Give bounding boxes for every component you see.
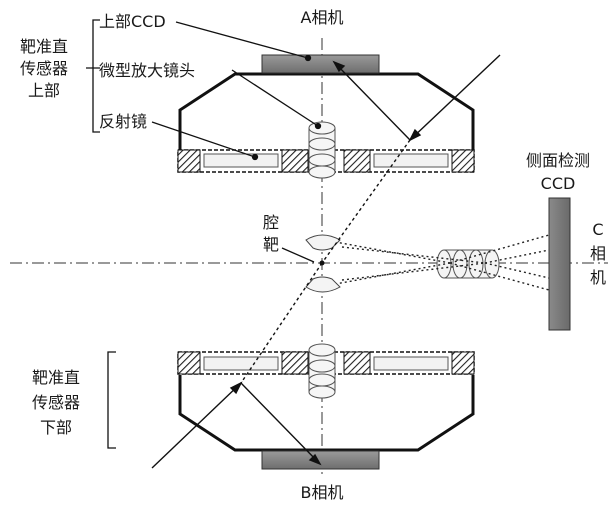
- upper-micro-lens: [308, 121, 336, 179]
- arrow-to-upper-mirror: [408, 128, 422, 142]
- side-ccd-label-line1: 侧面检测: [526, 151, 590, 170]
- upper-reflector-right: [373, 153, 449, 168]
- side-ccd-label-line2: CCD: [541, 174, 576, 193]
- optical-path-dashed: [240, 139, 411, 384]
- micro-lens-label: 微型放大镜头: [99, 61, 195, 80]
- lower-housing-shell: [178, 375, 475, 452]
- side-imaging-rays: [329, 234, 550, 291]
- upper-sensor-label-line3: 上部: [28, 81, 60, 100]
- arrow-to-lower-mirror: [229, 381, 243, 395]
- side-ccd-sensor: [548, 197, 571, 331]
- lower-micro-lens: [308, 343, 336, 399]
- upper-sensor-housing: [177, 54, 475, 179]
- lower-reflector-right: [373, 356, 449, 371]
- lower-hatch-right: [451, 351, 475, 375]
- upper-hatch-mid-right: [343, 149, 371, 173]
- lower-sensor-bracket: [107, 351, 116, 449]
- camera-c-label-line3: 机: [590, 268, 606, 287]
- lower-sensor-label-line3: 下部: [40, 418, 72, 437]
- camera-c-label-line1: C: [592, 220, 603, 239]
- lower-hatch-mid-right: [343, 351, 371, 375]
- lower-ccd-sensor: [261, 450, 380, 470]
- reflector-label: 反射镜: [99, 112, 147, 131]
- arrow-to-upper-ccd: [332, 60, 346, 73]
- lower-hatch-left: [177, 351, 201, 375]
- upper-sensor-label-line2: 传感器: [20, 59, 68, 78]
- camera-a-label: A相机: [301, 8, 344, 27]
- cavity-target: [305, 234, 341, 293]
- upper-hatch-left: [177, 149, 201, 173]
- camera-c-label-line2: 相: [590, 244, 606, 263]
- leader-reflector: [151, 121, 256, 158]
- lower-sensor-label-line1: 靶准直: [32, 368, 80, 387]
- cavity-target-label-line1: 腔: [263, 213, 279, 232]
- lower-sensor-housing: [177, 343, 475, 470]
- upper-sensor-label-line1: 靶准直: [20, 37, 68, 56]
- upper-ccd-label: 上部CCD: [99, 12, 166, 31]
- lower-reflector-left: [203, 356, 279, 371]
- upper-hatch-right: [451, 149, 475, 173]
- lower-hatch-mid-left: [281, 351, 309, 375]
- lower-sensor-label-line2: 传感器: [32, 393, 80, 412]
- cavity-target-label-line2: 靶: [263, 235, 279, 254]
- upper-sensor-bracket: [86, 19, 100, 133]
- leader-micro-lens: [231, 69, 319, 127]
- upper-hatch-mid-left: [281, 149, 309, 173]
- camera-b-label: B相机: [301, 483, 344, 502]
- upper-housing-shell: [178, 72, 475, 150]
- optical-path-solid: [151, 54, 501, 469]
- leader-upper-ccd: [175, 21, 309, 59]
- leader-lines: [151, 21, 322, 263]
- arrow-to-lower-ccd: [308, 453, 322, 466]
- leader-cavity-target: [281, 247, 315, 263]
- upper-ccd-sensor: [261, 54, 380, 74]
- upper-reflector-left: [203, 153, 279, 168]
